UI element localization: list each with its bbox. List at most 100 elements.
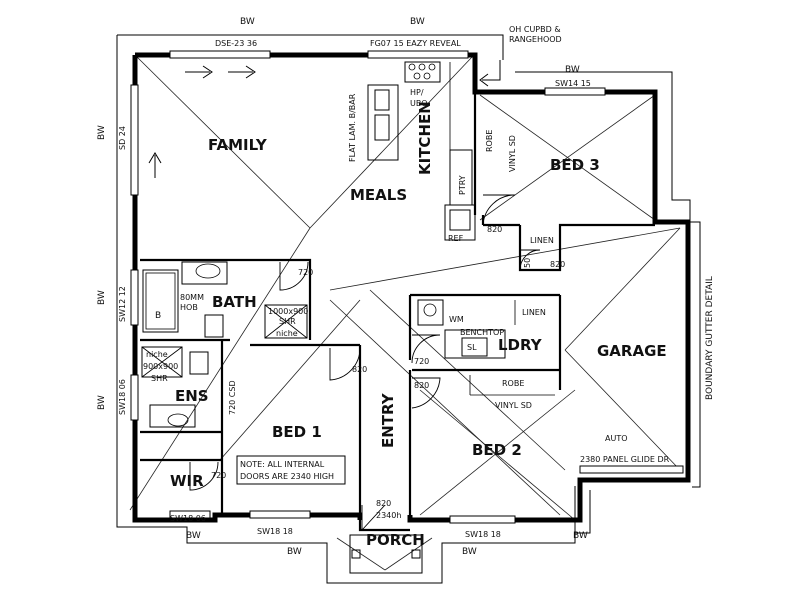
rangehood-label: RANGEHOOD [509, 35, 562, 44]
room-ldry: LDRY [498, 336, 543, 354]
window-family-top [169, 50, 271, 59]
ens-vanity [149, 404, 196, 428]
shower-label: SHR [151, 374, 168, 383]
bathtub [142, 269, 179, 333]
washing-machine [417, 299, 444, 326]
room-bed2: BED 2 [472, 441, 522, 459]
door-size-label: 820 [550, 260, 565, 269]
porch-door-label: 820 [376, 499, 391, 508]
shower-label: 900x900 [143, 362, 178, 371]
door-size-label: 820 [414, 381, 429, 390]
bath-shower [264, 304, 308, 339]
room-bath: BATH [212, 293, 257, 311]
window-label: FG07 15 EAZY REVEAL [370, 39, 461, 48]
ens-toilet-icon [189, 351, 209, 375]
window-label: SW18 18 [257, 527, 293, 536]
window-label: SD 24 [118, 126, 127, 150]
window-label: DSE-23 36 [215, 39, 257, 48]
bw-label: BW [97, 395, 107, 410]
niche-label: niche [146, 350, 168, 359]
bw-label: BW [240, 17, 255, 27]
window-wir-bottom [169, 510, 211, 519]
boundary-gutter-label: BOUNDARY GUTTER DETAIL [705, 276, 715, 400]
porch [349, 534, 423, 574]
bw-label: BW [287, 547, 302, 557]
bath-label: B [155, 311, 161, 321]
robe-label: ROBE [502, 379, 524, 388]
room-meals: MEALS [350, 186, 407, 204]
niche-label: niche [276, 329, 298, 338]
window-label: SW18 18 [465, 530, 501, 539]
shower-label: 1000x900 [268, 307, 308, 316]
bw-label: BW [186, 531, 201, 541]
shower-label: SHR [279, 317, 296, 326]
window-bed3-top [544, 87, 606, 96]
sink-label: SL [467, 343, 477, 352]
vanity [181, 261, 228, 285]
bed3-door [482, 194, 516, 226]
porch-post-right [411, 549, 421, 559]
room-porch: PORCH [366, 531, 425, 549]
window-ens-left [130, 374, 139, 421]
laundry-bench [444, 329, 506, 359]
bw-label: BW [97, 125, 107, 140]
internal-walls [140, 92, 655, 532]
door-size-label: 820 [352, 365, 367, 374]
fridge-label: REF [448, 234, 464, 243]
benchtop-label: BENCHTOP [460, 328, 504, 337]
linen-door [519, 249, 541, 271]
auto-label: AUTO [605, 434, 628, 443]
door-size-label: 720 [211, 471, 226, 480]
laundry-sink [461, 337, 488, 357]
direction-arrows [148, 60, 501, 178]
hp-label: HP/ [410, 88, 424, 97]
pantry-label: PTRY [458, 175, 467, 195]
bath-door [279, 261, 309, 291]
panel-glide-label: 2380 PANEL GLIDE DR [580, 455, 670, 464]
door-size-label: 720 [298, 268, 313, 277]
bw-label: BW [573, 531, 588, 541]
exterior-walls [132, 52, 691, 523]
door-size-label: 50 [523, 258, 532, 268]
room-bed1: BED 1 [272, 423, 322, 441]
room-kitchen: KITCHEN [416, 101, 434, 175]
window-bed1-bottom [249, 510, 311, 519]
note-box [236, 455, 346, 485]
bw-label: BW [97, 290, 107, 305]
room-garage: GARAGE [597, 342, 667, 360]
vinyl-sd-label: VINYL SD [508, 135, 517, 172]
toilet-icon [204, 314, 224, 338]
hob-label: 80MM [180, 293, 204, 302]
cooktop-icon [404, 61, 441, 83]
window-kitchen-top [367, 50, 469, 59]
ubo-label: UBO [410, 99, 428, 108]
laundry-fixtures [417, 299, 555, 396]
window-label: SW12 12 [118, 286, 127, 322]
vinyl-sd-label: VINYL SD [495, 401, 532, 410]
porch-door-label: 2340h [376, 511, 401, 520]
bathroom-fixtures [142, 261, 308, 339]
ldry-door [411, 334, 441, 364]
note-text: DOORS ARE 2340 HIGH [240, 472, 334, 481]
window-label: SW18 06 [118, 379, 127, 415]
bw-label: BW [410, 17, 425, 27]
room-bed3: BED 3 [550, 156, 600, 174]
wir-door [189, 461, 219, 491]
linen-label: LINEN [522, 308, 546, 317]
bw-label: BW [462, 547, 477, 557]
roof-hip-lines [129, 56, 681, 571]
ens-basin-icon [167, 413, 189, 427]
window-family-left [130, 84, 139, 196]
window-bed2-bottom [449, 515, 516, 524]
windows [130, 50, 684, 524]
window-bath-left [130, 269, 139, 326]
door-swings [189, 194, 541, 532]
robe-label: ROBE [485, 130, 494, 152]
door-size-label: 720 [414, 357, 429, 366]
ensuite-fixtures [141, 346, 209, 428]
linen-label: LINEN [530, 236, 554, 245]
door-size-label: 820 [487, 225, 502, 234]
fridge-space [444, 204, 476, 241]
kitchen-fixtures [367, 61, 476, 241]
